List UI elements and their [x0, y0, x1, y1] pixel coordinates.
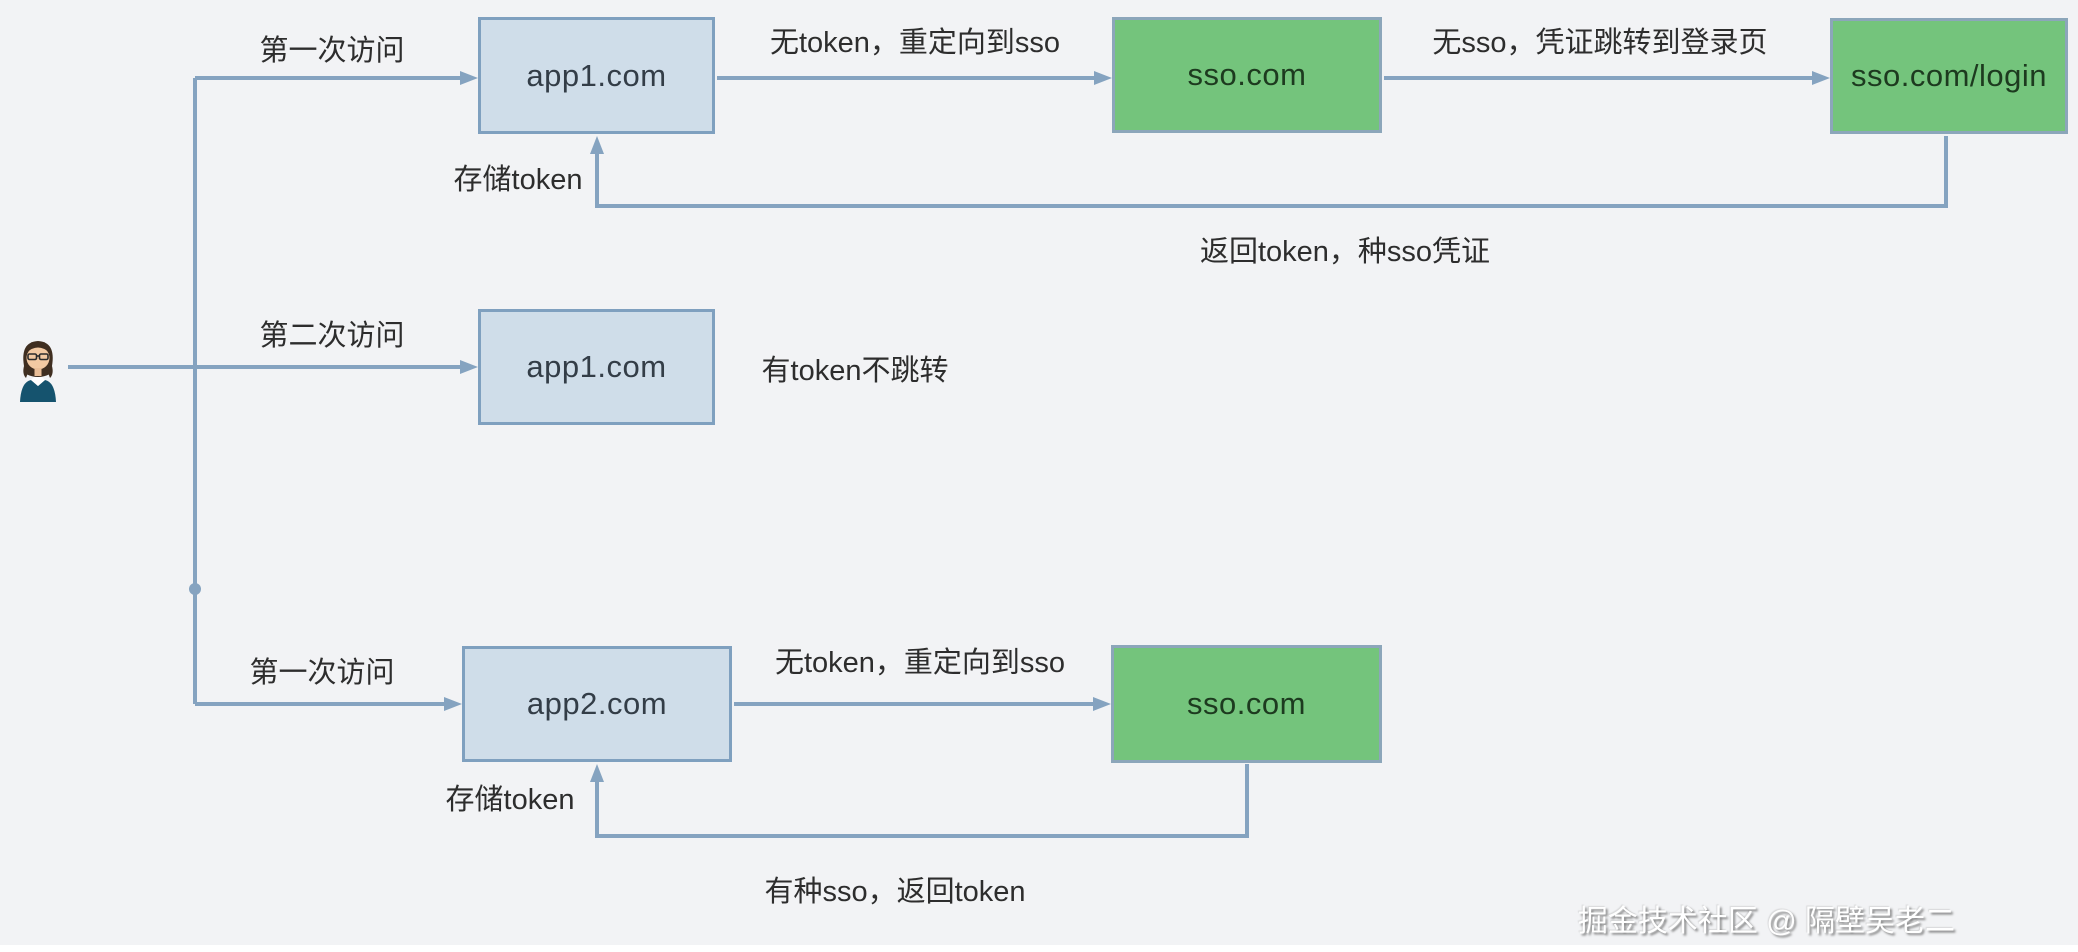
edge-has-sso-return-token	[590, 764, 1249, 838]
node-app2-first: app2.com	[462, 646, 732, 762]
label-second-visit: 第二次访问	[259, 320, 405, 352]
label-no-token-redirect-bottom: 无token，重定向到sso	[774, 647, 1066, 679]
bottom-white-strip	[0, 945, 2078, 952]
label-no-sso-goto-login: 无sso，凭证跳转到登录页	[1432, 27, 1768, 59]
watermark: 掘金技术社区 @ 隔壁吴老二	[1577, 905, 1955, 938]
label-store-token-top: 存储token	[453, 164, 583, 196]
node-app1-first: app1.com	[478, 17, 715, 134]
label-store-token-bottom: 存储token	[445, 784, 575, 816]
node-sso-second: sso.com	[1111, 645, 1382, 763]
node-app1-second: app1.com	[478, 309, 715, 425]
node-sso-login: sso.com/login	[1830, 18, 2068, 134]
junction-dot	[189, 583, 201, 595]
label-has-token-no-jump: 有token不跳转	[761, 355, 949, 387]
label-first-visit-bottom: 第一次访问	[249, 657, 395, 689]
label-return-token-set-sso: 返回token，种sso凭证	[1199, 236, 1491, 268]
label-has-sso-return-token: 有种sso，返回token	[764, 876, 1026, 908]
user-woman-icon	[20, 341, 56, 402]
label-first-visit-top: 第一次访问	[259, 35, 405, 67]
label-no-token-redirect-top: 无token，重定向到sso	[769, 27, 1061, 59]
edge-return-token-set-sso	[590, 136, 1948, 208]
node-sso-first: sso.com	[1112, 17, 1382, 133]
